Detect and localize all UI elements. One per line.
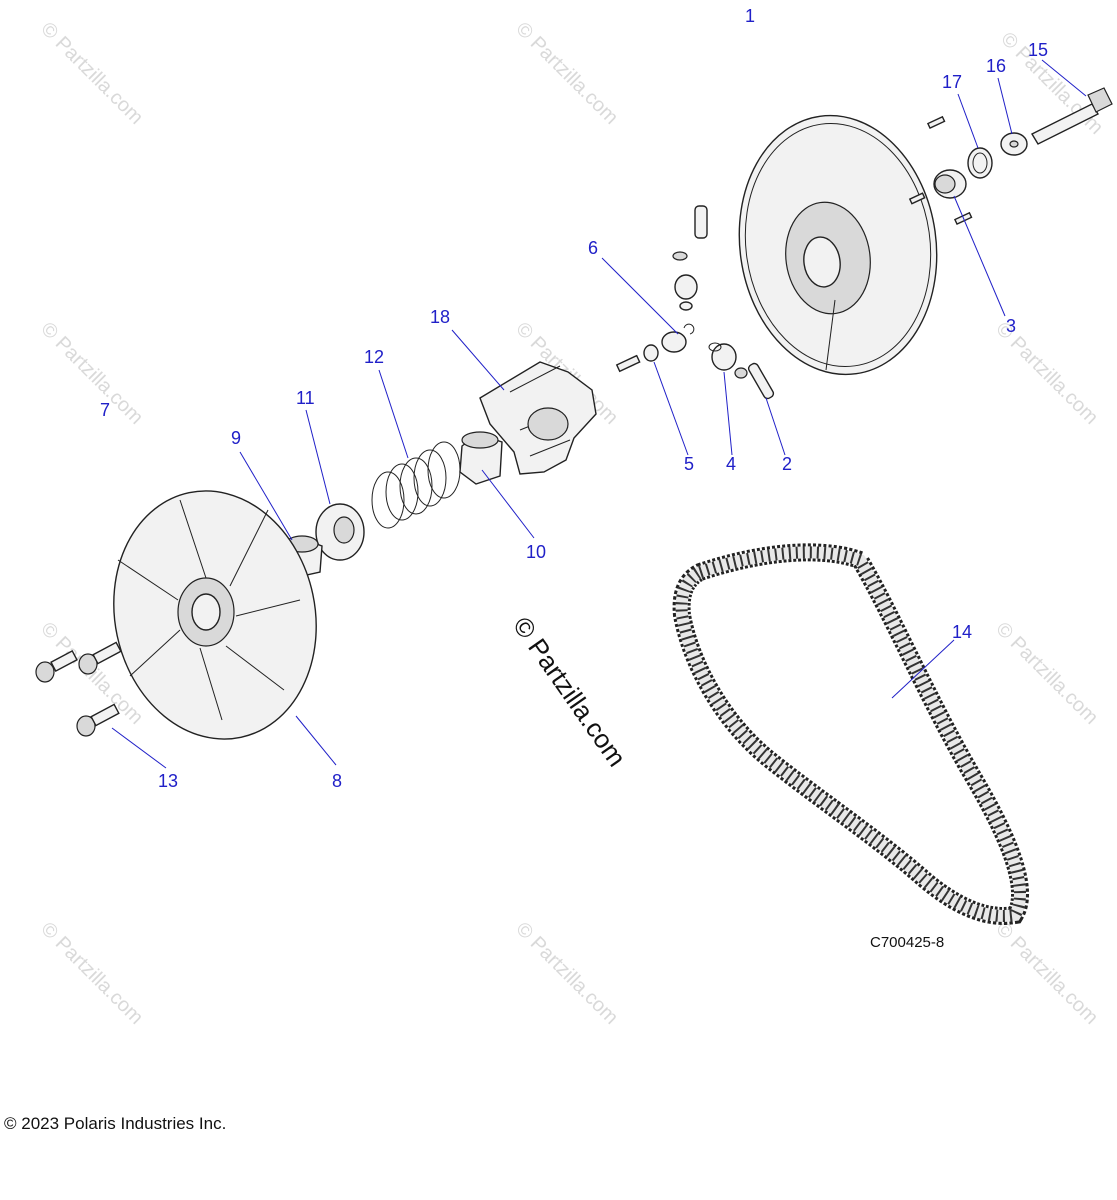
callout-7: 7: [100, 400, 110, 420]
watermark: © Partzilla.com: [36, 318, 147, 429]
part-12-spring: [371, 441, 461, 529]
copyright-notice: © 2023 Polaris Industries Inc.: [4, 1114, 227, 1133]
part-4-roller: [708, 342, 748, 379]
part-13-bolts: [35, 641, 122, 737]
watermark-center: © Partzilla.com: [507, 611, 632, 772]
callout-12: 12: [364, 347, 384, 367]
watermark: © Partzilla.com: [991, 918, 1102, 1029]
part-14-drive-belt: [672, 543, 1030, 925]
callout-18: 18: [430, 307, 450, 327]
part-8-cover-plate: [113, 490, 317, 740]
part-2-pin: [747, 362, 775, 400]
part-10-bushing: [459, 431, 503, 485]
callout-14: 14: [952, 622, 972, 642]
part-11-spring-seat: [315, 503, 365, 561]
part-3-bushing: [933, 169, 967, 199]
callout-17: 17: [942, 72, 962, 92]
watermark: © Partzilla.com: [996, 28, 1107, 139]
callout-4: 4: [726, 454, 736, 474]
callout-15: 15: [1028, 40, 1048, 60]
watermark: © Partzilla.com: [511, 18, 622, 129]
watermark: © Partzilla.com: [36, 18, 147, 129]
roller-stack: [672, 205, 708, 311]
watermark: © Partzilla.com: [36, 918, 147, 1029]
part-18-spider: [479, 361, 597, 475]
callout-13: 13: [158, 771, 178, 791]
part-17-washer: [967, 147, 993, 179]
callout-11: 11: [296, 388, 315, 408]
callout-3: 3: [1006, 316, 1016, 336]
part-1-moveable-sheave: [738, 114, 938, 376]
part-5-washer: [615, 344, 659, 373]
diagram-code: C700425-8: [870, 934, 944, 951]
callout-10: 10: [526, 542, 546, 562]
watermark: © Partzilla.com: [991, 618, 1102, 729]
leader-lines: [111, 59, 1087, 769]
part-6-clip: [661, 323, 695, 353]
callout-5: 5: [684, 454, 694, 474]
callout-2: 2: [782, 454, 792, 474]
callout-8: 8: [332, 771, 342, 791]
callout-labels: 1 2 3 4 5 6 7 8 9 10 11 12 13 14 15 16 1…: [100, 6, 1048, 791]
callout-16: 16: [986, 56, 1006, 76]
part-15-bolt: [1031, 87, 1113, 145]
callout-9: 9: [231, 428, 241, 448]
part-16-washer: [1000, 132, 1028, 156]
watermark: © Partzilla.com: [511, 918, 622, 1029]
callout-6: 6: [588, 238, 598, 258]
callout-1: 1: [745, 6, 755, 26]
